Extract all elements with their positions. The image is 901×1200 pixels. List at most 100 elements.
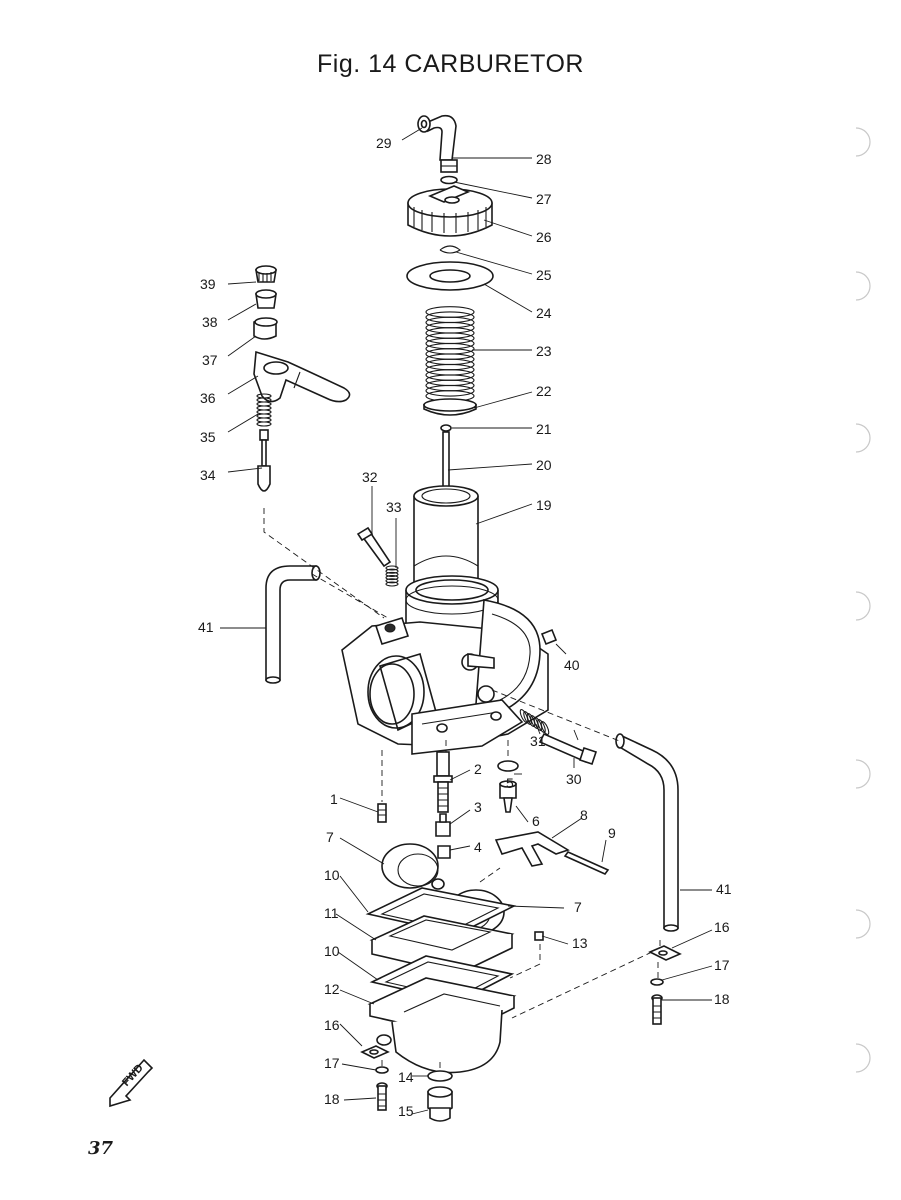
part-23-throttle-spring xyxy=(425,306,475,402)
spring-coil xyxy=(540,721,550,735)
callout-c17a: 17 xyxy=(714,957,730,973)
part-9-float-pin xyxy=(563,851,610,875)
spring-coil xyxy=(385,575,399,581)
part-31-stop-spring xyxy=(519,709,550,735)
callout-c16a: 16 xyxy=(714,919,730,935)
spring-coil xyxy=(256,401,272,407)
part-15-drain-plug xyxy=(427,1086,453,1122)
part-33-air-screw-spring xyxy=(385,565,399,587)
callout-c38: 38 xyxy=(202,314,218,330)
callout-c24: 24 xyxy=(536,305,552,321)
part-18-screw-left xyxy=(376,1082,388,1111)
callout-c2: 2 xyxy=(474,761,482,777)
callout-c39: 39 xyxy=(200,276,216,292)
callout-c29: 29 xyxy=(376,135,392,151)
callout-c30: 30 xyxy=(566,771,582,787)
part-1-pilot-jet xyxy=(377,803,387,823)
callout-c15: 15 xyxy=(398,1103,414,1119)
spring-coil xyxy=(256,409,272,415)
part-40-plug xyxy=(540,628,558,646)
spring-coil xyxy=(425,384,475,397)
part-19-throttle-valve xyxy=(413,485,479,590)
part-34-choke-plunger xyxy=(257,429,271,492)
callout-c1: 1 xyxy=(330,791,338,807)
spring-coil xyxy=(385,581,399,587)
part-13-plug xyxy=(534,931,544,941)
part-24-gasket xyxy=(406,261,494,291)
part-14-gasket xyxy=(427,1070,453,1082)
part-4-washer xyxy=(437,845,451,859)
callout-c26: 26 xyxy=(536,229,552,245)
part-7-float-upper xyxy=(381,843,445,890)
callout-c16b: 16 xyxy=(324,1017,340,1033)
part-18-screw-right xyxy=(651,994,663,1025)
callout-c8: 8 xyxy=(580,807,588,823)
spring-coil xyxy=(385,568,399,574)
part-30-stop-screw xyxy=(538,732,598,766)
part-27-washer xyxy=(440,175,458,185)
part-17-washer-left xyxy=(375,1066,389,1074)
figure-title: Fig. 14 CARBURETOR xyxy=(317,50,584,78)
carburetor-body xyxy=(341,575,549,755)
part-26-top-cap xyxy=(407,185,493,237)
callout-c4: 4 xyxy=(474,839,482,855)
part-6-valve-seat xyxy=(499,780,517,813)
spring-coil xyxy=(385,571,399,577)
part-21-needle-clip xyxy=(440,424,452,432)
page-number: 37 xyxy=(88,1138,114,1159)
part-12-float-bowl xyxy=(367,977,517,1074)
callout-c25: 25 xyxy=(536,267,552,283)
part-39-cap-nut xyxy=(255,265,277,283)
part-2-needle-jet xyxy=(433,751,453,813)
callout-c5: 5 xyxy=(506,775,514,791)
part-38-plunger-cap xyxy=(255,289,277,309)
part-22-spring-seat xyxy=(423,398,477,416)
part-5-gasket xyxy=(497,760,519,772)
assembly-dash-lines xyxy=(263,508,661,1072)
callout-c41a: 41 xyxy=(198,619,214,635)
callout-c27: 27 xyxy=(536,191,552,207)
callout-c41b: 41 xyxy=(716,881,732,897)
part-32-air-screw xyxy=(356,526,392,568)
spring-coil xyxy=(256,413,272,419)
part-3-main-jet xyxy=(435,813,451,837)
callout-c10b: 10 xyxy=(324,943,340,959)
callout-c20: 20 xyxy=(536,457,552,473)
spring-coil xyxy=(385,578,399,584)
callout-c10a: 10 xyxy=(324,867,340,883)
callout-c19: 19 xyxy=(536,497,552,513)
callout-c28: 28 xyxy=(536,151,552,167)
spring-coil xyxy=(256,421,272,427)
spring-coil xyxy=(385,565,399,571)
part-41-overflow-tube-right xyxy=(615,733,679,932)
callout-c34: 34 xyxy=(200,467,216,483)
callout-c7a: 7 xyxy=(326,829,334,845)
callout-c11: 11 xyxy=(324,905,339,921)
part-16-plate-right xyxy=(648,945,682,961)
part-37-lever-holder xyxy=(253,317,278,340)
callout-c18a: 18 xyxy=(714,991,730,1007)
part-35-choke-spring xyxy=(256,393,272,427)
callout-c32: 32 xyxy=(362,469,378,485)
callout-c7b: 7 xyxy=(574,899,582,915)
callout-c35: 35 xyxy=(200,429,216,445)
callout-c36: 36 xyxy=(200,390,216,406)
binder-holes xyxy=(855,127,871,1073)
callout-c33: 33 xyxy=(386,499,402,515)
part-36-choke-lever xyxy=(253,350,351,403)
callout-c18b: 18 xyxy=(324,1091,340,1107)
callout-c23: 23 xyxy=(536,343,552,359)
callout-c6: 6 xyxy=(532,813,540,829)
callout-c13: 13 xyxy=(572,935,588,951)
callout-c3: 3 xyxy=(474,799,482,815)
part-41-overflow-tube-left xyxy=(265,565,321,684)
callout-c14: 14 xyxy=(398,1069,414,1085)
spring-coil xyxy=(256,405,272,411)
fwd-arrow-icon: FWD xyxy=(109,1058,154,1108)
callout-c31: 31 xyxy=(530,733,546,749)
leader-lines xyxy=(220,127,713,1115)
part-28-collar xyxy=(440,159,458,173)
callout-c37: 37 xyxy=(202,352,218,368)
